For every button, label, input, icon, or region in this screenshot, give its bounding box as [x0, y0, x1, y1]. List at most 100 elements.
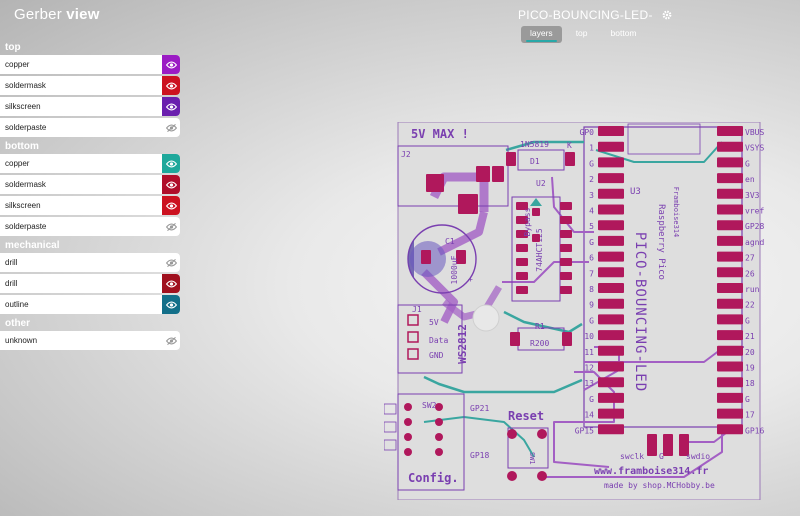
ic-pad	[516, 216, 528, 224]
board-label-g_mid: G	[659, 452, 664, 461]
ic-pad	[560, 230, 572, 238]
eye-icon[interactable]	[162, 175, 180, 194]
pin-label-left: 9	[589, 301, 594, 310]
switch-pad	[404, 403, 412, 411]
bypass-pad	[532, 208, 540, 216]
layer-name: copper	[5, 159, 30, 168]
board-label-r200: R200	[530, 339, 549, 348]
pin-label-right: GP28	[745, 222, 764, 231]
board-label-j1: J1	[412, 305, 422, 314]
project-title: PICO-BOUNCING-LED-	[518, 8, 653, 22]
layer-row[interactable]: solderpaste	[0, 118, 180, 137]
pin-label-left: 8	[589, 285, 594, 294]
eye-icon[interactable]	[162, 295, 180, 314]
layer-row[interactable]: outline	[0, 295, 180, 314]
diode-pad	[565, 152, 575, 166]
layer-row[interactable]: solderpaste	[0, 217, 180, 236]
board-label-u3: U3	[630, 187, 641, 197]
layer-row[interactable]: soldermask	[0, 76, 180, 95]
pico-pad-right	[717, 361, 743, 372]
layer-row[interactable]: copper	[0, 55, 180, 74]
view-tabs: layers top bottom	[521, 26, 651, 43]
eye-icon[interactable]	[162, 274, 180, 293]
pico-pad-left	[598, 283, 624, 293]
pico-pad-right	[717, 141, 743, 152]
pin-label-right: 18	[745, 379, 755, 388]
eye-off-icon[interactable]	[162, 118, 180, 137]
board-label-ws_gnd: GND	[429, 351, 444, 360]
pin-label-left: G	[589, 316, 594, 325]
swd-pad	[647, 434, 657, 456]
project-title-bar: PICO-BOUNCING-LED-	[518, 7, 672, 23]
pico-pad-left	[598, 361, 624, 372]
board-label-swclk: swclk	[620, 452, 644, 461]
eye-icon[interactable]	[162, 55, 180, 74]
eye-icon[interactable]	[162, 76, 180, 95]
layer-name: silkscreen	[5, 201, 41, 210]
board-label-c1: C1	[445, 237, 455, 246]
pico-pad-left	[598, 220, 624, 231]
board-label-bypass: Bypass	[523, 207, 532, 236]
layer-row[interactable]: silkscreen	[0, 196, 180, 215]
app-brand: Gerber view	[14, 6, 100, 23]
cap-pad	[421, 250, 431, 264]
tab-layers[interactable]: layers	[521, 26, 562, 43]
pin-label-left: 13	[584, 379, 594, 388]
layer-row[interactable]: unknown	[0, 331, 180, 350]
pin-label-right: GP16	[745, 426, 764, 435]
eye-off-icon[interactable]	[162, 253, 180, 272]
pin-label-left: G	[589, 159, 594, 168]
pin-label-left: 6	[589, 254, 594, 263]
pico-pad-left	[598, 377, 624, 388]
eye-icon[interactable]	[162, 154, 180, 173]
pico-pad-left	[598, 235, 624, 246]
pico-pad-left	[598, 157, 624, 168]
eye-icon[interactable]	[162, 97, 180, 116]
gear-icon[interactable]	[662, 10, 672, 20]
ic-pad	[560, 286, 572, 294]
board-label-config: Config.	[408, 471, 459, 485]
board-label-gp18: GP18	[470, 451, 489, 460]
pin-label-right: 26	[745, 269, 755, 278]
pin-label-right: 3V3	[745, 191, 760, 200]
pin-label-left: 7	[589, 269, 594, 278]
layer-group-title: bottom	[5, 141, 39, 152]
board-label-rpi_vertical: Raspberry Pico	[656, 204, 666, 280]
resistor-pad	[562, 332, 572, 346]
pico-pad-right	[717, 408, 743, 419]
layer-name: copper	[5, 60, 30, 69]
pico-pad-left	[598, 141, 624, 152]
pico-pad-right	[717, 330, 743, 341]
tab-top[interactable]: top	[575, 28, 588, 38]
swd-pad	[663, 434, 673, 456]
pico-pad-left	[598, 188, 624, 199]
pin-label-left: 4	[589, 207, 594, 216]
tab-bottom[interactable]: bottom	[610, 28, 637, 38]
layer-row[interactable]: copper	[0, 154, 180, 173]
board-label-ws_data: Data	[429, 336, 448, 345]
j2-pad	[426, 174, 444, 192]
pico-pad-right	[717, 283, 743, 293]
layer-row[interactable]: soldermask	[0, 175, 180, 194]
pcb-board-render[interactable]: 5V MAX !J21N5819D1KU2Bypass74AHCT125C110…	[384, 122, 768, 500]
pin-label-right: vref	[745, 207, 764, 216]
pico-pad-right	[717, 377, 743, 388]
pin-label-left: 14	[584, 411, 594, 420]
reset-pad	[537, 471, 547, 481]
ic-pad	[516, 286, 528, 294]
eye-off-icon[interactable]	[162, 217, 180, 236]
board-label-ic: 74AHCT125	[535, 228, 544, 272]
layer-row[interactable]: silkscreen	[0, 97, 180, 116]
layer-name: solderpaste	[5, 222, 47, 231]
layer-row[interactable]: drill	[0, 253, 180, 272]
reset-pad	[507, 429, 517, 439]
pico-pad-right	[717, 251, 743, 262]
pico-pad-right	[717, 220, 743, 231]
pico-pad-left	[598, 173, 624, 184]
eye-icon[interactable]	[162, 196, 180, 215]
pin-label-left: 12	[584, 364, 594, 373]
layer-row[interactable]: drill	[0, 274, 180, 293]
ic-pad	[516, 244, 528, 252]
eye-off-icon[interactable]	[162, 331, 180, 350]
